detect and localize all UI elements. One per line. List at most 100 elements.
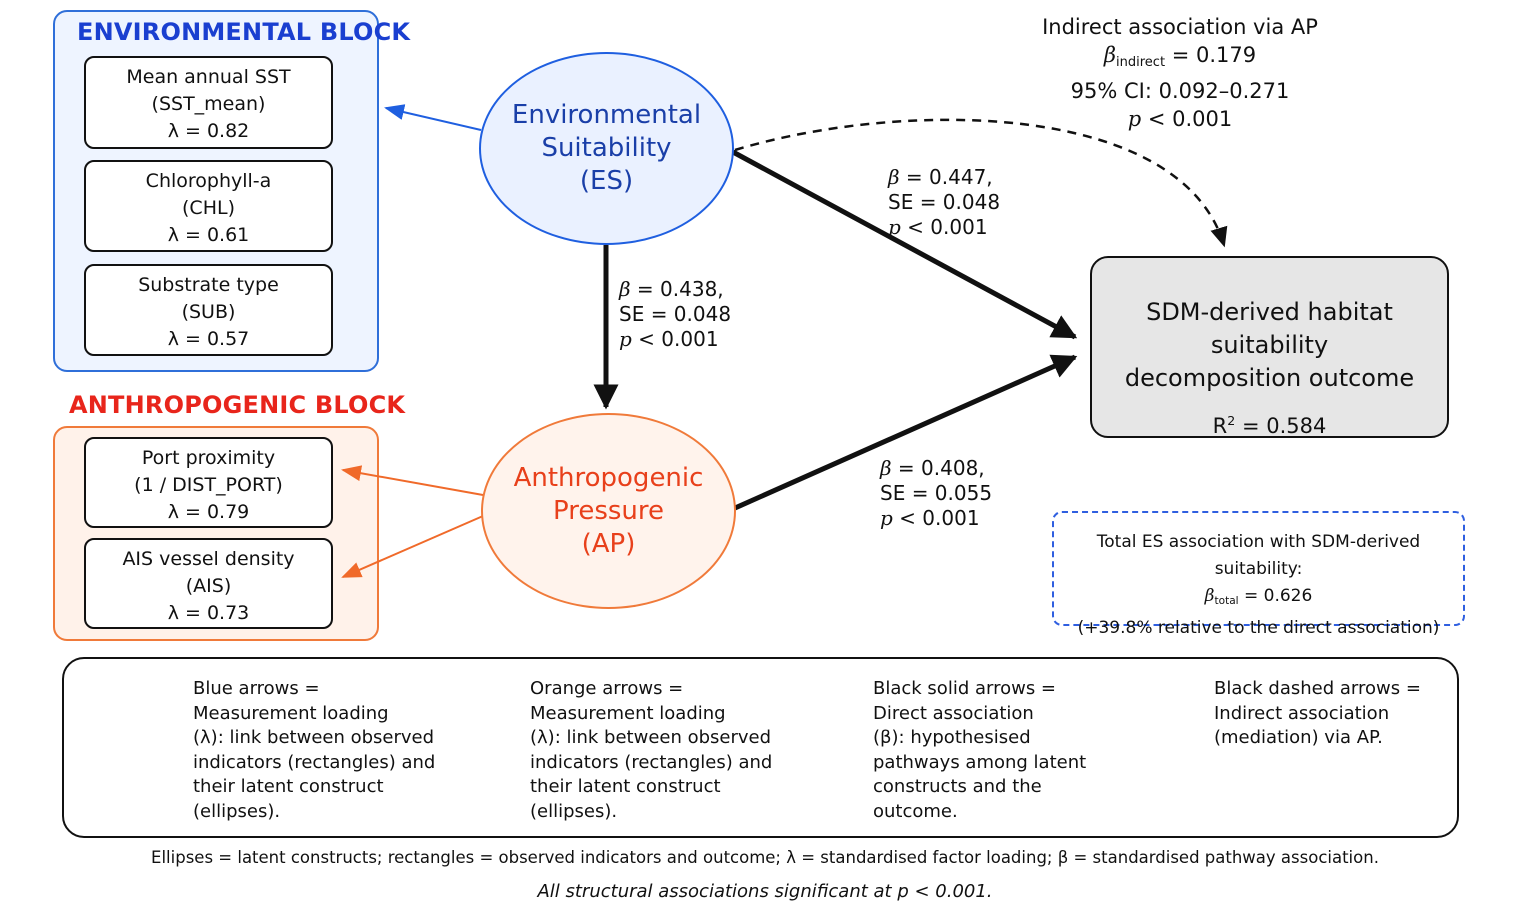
r2-sup: 2 [1227,413,1236,428]
indicator-sst: Mean annual SST (SST_mean) λ = 0.82 [84,56,333,149]
total-line3: (+39.8% relative to the direct associati… [1077,618,1440,639]
legend-line: Measurement loading [193,702,389,724]
indicator-name: Port proximity [141,447,276,469]
legend-line: (mediation) via AP. [1214,727,1383,748]
legend-line: outcome. [873,800,958,822]
total-beta-value: = 0.626 [1238,586,1313,606]
outcome-box: SDM-derived habitat suitability decompos… [1090,256,1449,438]
indicator-port: Port proximity (1 / DIST_PORT) λ = 0.79 [84,437,333,528]
path-es-outcome-label: β = 0.447, SE = 0.048 p < 0.001 [888,165,1000,240]
p-symbol: p [888,215,901,239]
indicator-code: (AIS) [185,575,232,597]
indirect-beta-symbol: β [1103,43,1116,67]
legend-line: (λ): link between observed [193,727,435,748]
total-beta-symbol: β [1204,586,1215,606]
indicator-ais: AIS vessel density (AIS) λ = 0.73 [84,538,333,629]
legend-line: Indirect association [1214,702,1390,724]
r2-value: = 0.584 [1235,414,1327,438]
path-es-outcome-arrow [731,149,1078,340]
beta-value: = 0.408, [891,456,985,480]
legend-line: pathways among latent [873,751,1087,773]
p-symbol: p [619,327,632,351]
path-es-ap-label: β = 0.438, SE = 0.048 p < 0.001 [619,277,731,352]
legend-line: (ellipses). [530,800,618,822]
loading-arrow-es [384,104,482,131]
loading-arrow-ais [341,515,484,578]
beta-value: = 0.438, [630,277,724,301]
legend-line: Direct association [873,702,1034,724]
beta-value: = 0.447, [899,165,993,189]
outcome-r2: R2 = 0.584 [1092,413,1447,438]
beta-symbol: β [880,456,892,480]
beta-symbol: β [619,277,631,301]
indicator-loading: λ = 0.82 [167,120,250,142]
indirect-p-value: < 0.001 [1141,106,1233,131]
total-beta-sub: total [1214,595,1239,608]
legend-line: Blue arrows = [193,678,320,699]
r2-prefix: R [1212,414,1228,438]
legend-line: (λ): link between observed [530,727,772,748]
environmental-block-title: ENVIRONMENTAL BLOCK [77,18,411,46]
indicator-loading: λ = 0.57 [167,328,250,350]
p-symbol: p [880,506,893,530]
construct-ap-line3: (AP) [581,528,636,559]
legend-line: their latent construct [193,776,384,797]
legend-line: constructs and the [873,776,1042,797]
indirect-ci: 95% CI: 0.092–0.271 [1070,78,1290,103]
path-ap-outcome-label: β = 0.408, SE = 0.055 p < 0.001 [880,456,992,531]
beta-symbol: β [888,165,900,189]
legend-line: indicators (rectangles) and [530,751,773,773]
construct-es-line3: (ES) [579,166,634,196]
legend-line: (ellipses). [193,800,281,822]
se-value: SE = 0.048 [888,190,1001,214]
legend-line: Black solid arrows = [873,678,1056,699]
indirect-annotation: Indirect association via AP βindirect = … [1040,13,1320,133]
construct-ap-line2: Pressure [552,495,665,526]
indirect-p-symbol: p [1127,106,1142,131]
indirect-title: Indirect association via AP [1042,15,1318,39]
outcome-title: SDM-derived habitat suitability decompos… [1092,296,1447,395]
total-association-box: Total ES association with SDM-derived su… [1052,511,1465,638]
indicator-code: (1 / DIST_PORT) [134,474,283,496]
legend-item-black-solid: Black solid arrows = Direct association … [873,677,1086,824]
anthropogenic-block-title: ANTHROPOGENIC BLOCK [69,391,406,419]
footer-significance: All structural associations significant … [537,881,993,902]
indicator-name: Mean annual SST [126,66,291,88]
legend-item-orange: Orange arrows = Measurement loading (λ):… [530,677,772,824]
p-value: < 0.001 [892,506,980,530]
p-value: < 0.001 [631,327,719,351]
legend-line: their latent construct [530,776,721,797]
legend-line: Orange arrows = [530,678,684,699]
construct-es-line2: Suitability [541,133,672,163]
path-ap-outcome-arrow [733,354,1078,511]
indicator-chl: Chlorophyll-a (CHL) λ = 0.61 [84,160,333,252]
se-value: SE = 0.055 [880,481,993,505]
indicator-sub: Substrate type (SUB) λ = 0.57 [84,264,333,356]
se-value: SE = 0.048 [619,302,732,326]
indicator-loading: λ = 0.79 [167,501,250,523]
legend-box [62,657,1459,838]
indirect-beta-value: = 0.179 [1165,43,1257,67]
footer-note: Ellipses = latent constructs; rectangles… [151,848,1379,867]
construct-es-line1: Environmental [511,100,702,130]
indicator-code: (SST_mean) [151,93,266,115]
outcome-title-line1: SDM-derived habitat suitability [1146,298,1393,359]
indirect-path-arrow [734,118,1228,248]
legend-line: indicators (rectangles) and [193,751,436,773]
indicator-code: (CHL) [182,197,235,219]
indicator-code: (SUB) [181,301,236,323]
legend-line: Measurement loading [530,702,726,724]
outcome-title-line2: decomposition outcome [1124,364,1415,392]
loading-arrow-port [341,465,484,496]
legend-line: (β): hypothesised [873,727,1031,748]
construct-es: Environmental Suitability (ES) [479,52,734,245]
indicator-loading: λ = 0.61 [167,224,250,246]
indirect-beta-sub: indirect [1115,54,1166,70]
p-value: < 0.001 [900,215,988,239]
indicator-name: AIS vessel density [122,548,295,570]
construct-ap: Anthropogenic Pressure (AP) [481,413,736,609]
legend-line: Black dashed arrows = [1214,678,1421,699]
indicator-name: Chlorophyll-a [145,170,272,192]
indicator-loading: λ = 0.73 [167,602,250,624]
